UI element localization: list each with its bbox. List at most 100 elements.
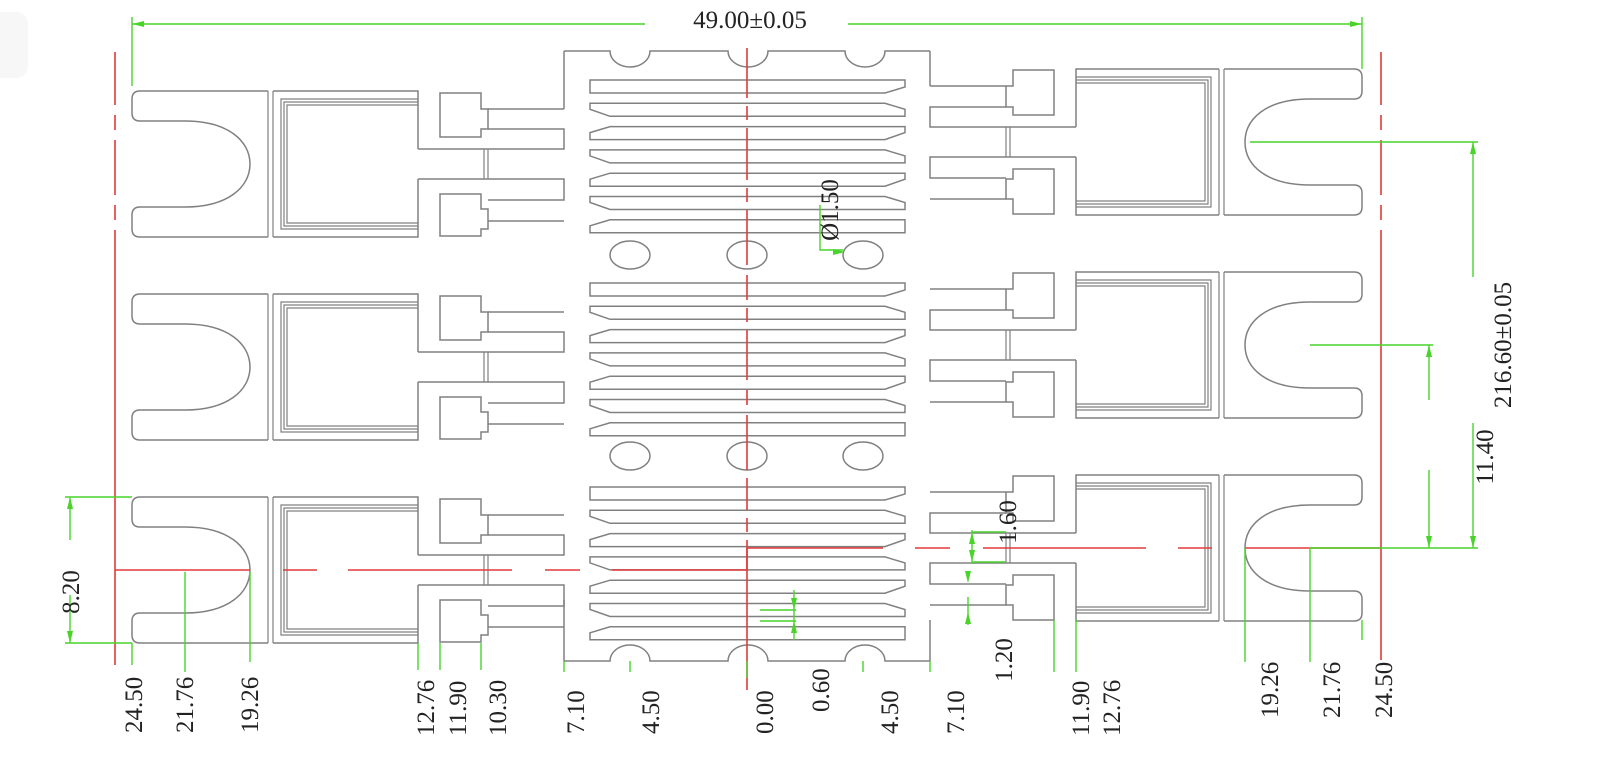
dimension-arrow [1426,345,1432,357]
heatsink-fin [589,375,906,390]
lead-finger [929,85,1076,128]
dimension-arrow [1470,536,1476,548]
mounting-hole [842,240,884,270]
pad-inner-line [1076,76,1212,208]
coord-label-origin: 0.00 [752,690,779,734]
heatsink-fin [589,532,906,548]
overall-width-dim [131,17,1363,86]
mounting-hole [842,441,884,471]
coord-label: 4.50 [877,690,904,734]
heatsink-fin [589,149,906,164]
left-axis-line [115,548,748,571]
slot-pitch-label: 11.40 [1472,429,1499,484]
dimension-arrow [791,598,797,610]
heatsink-fin [589,102,906,118]
coord-label: 7.10 [943,690,970,734]
heatsink-fin [589,579,906,594]
fin-gap-dim [760,590,796,640]
heatsink-fin [589,282,906,297]
heatsink-fin [589,195,906,211]
pad-inner-line [280,301,418,433]
coordinate-labels: 24.50 21.76 19.26 12.76 11.90 10.30 7.10… [121,662,1398,736]
lead-pad [1005,371,1055,418]
coord-label: 24.50 [121,677,148,733]
fork-tab-left [131,90,268,238]
lead-pad [1005,69,1055,116]
lead-pad [439,295,489,341]
tab-height-label: 8.20 [58,570,85,614]
lead-finger [418,311,565,353]
lead-gap-label: 1.60 [995,500,1022,544]
heatsink-fin [589,328,906,344]
dimension-lines [65,17,1478,678]
coord-label: 11.90 [1068,681,1095,736]
dimension-arrow [67,497,73,509]
hole-diameter-label: Ø1.50 [817,179,844,241]
tab-height-dim [65,496,132,644]
heatsink-fin [589,422,906,437]
coord-label: 21.76 [172,677,199,733]
window-corner-tab [0,12,28,78]
heatsink-fin [589,305,906,321]
overall-width-label: 49.00±0.05 [693,7,807,34]
lead-finger [418,514,565,556]
pitch-length-label: 216.60±0.05 [1490,282,1517,408]
lead-pad [439,599,489,643]
coord-label: 10.30 [485,680,512,736]
pad-inner-line [286,307,418,427]
lead-finger [418,108,565,150]
lead-finger [929,491,1076,534]
dimension-arrow [1350,21,1362,27]
heatsink-fin [589,602,906,618]
fork-tab-right [1224,271,1363,419]
heatsink-fin [589,626,906,641]
pad-inner-line [283,101,418,227]
fork-tab-left [131,293,268,441]
heatsink-fin [589,172,906,187]
heatsink-fin [589,486,906,501]
lead-pad [439,396,489,440]
coord-label: 12.76 [413,680,440,736]
pad-inner-line [286,104,418,224]
pad-inner-line [280,98,418,230]
centerlines [114,48,1382,690]
heatsink-fin [589,556,906,571]
body-bottom-edge [564,644,930,662]
lead-finger [929,288,1076,331]
coord-label: 4.50 [638,690,665,734]
lead-pad [439,92,489,138]
slot-pitch-dim [1310,344,1433,548]
pad-inner-line [1076,82,1206,202]
coord-label: 21.76 [1319,662,1346,718]
lead-finger [418,178,565,222]
dimension-arrow [67,631,73,643]
lead-pad [1005,272,1055,319]
mounting-hole [609,240,651,270]
dimension-arrow [969,550,975,562]
dimension-arrow [965,571,971,583]
heatsink-fin [589,352,906,367]
lead-finger [929,359,1076,403]
pad-inner-line [1076,279,1212,411]
heatsink-fin [589,125,906,141]
dimension-arrow [1426,536,1432,548]
heatsink-fin [589,219,906,234]
lead-finger [418,381,565,425]
dimension-arrow [969,532,975,544]
heatsink-fin [589,79,906,94]
lead-finger [929,156,1076,200]
dimension-arrow [833,249,845,255]
fork-tab-right [1224,68,1363,216]
pad-frame [273,90,419,238]
heatsink-fin [589,509,906,525]
lead-finger [418,584,565,628]
lead-pad [1005,168,1055,215]
mounting-hole [609,441,651,471]
pad-frame [1075,68,1219,216]
lead-pad [439,193,489,237]
pad-inner-line [1076,285,1206,405]
lead-width-label: 1.20 [991,638,1018,682]
coord-label: 19.26 [1257,662,1284,718]
coord-label: 12.76 [1099,680,1126,736]
